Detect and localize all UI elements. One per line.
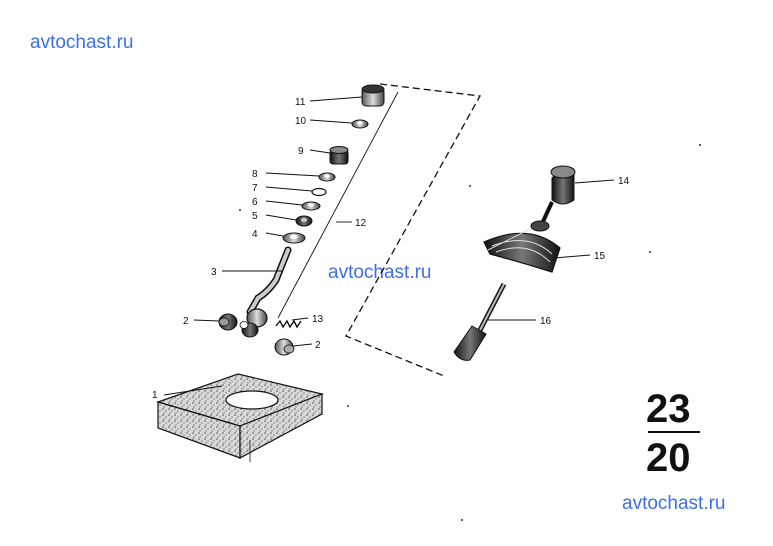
watermark-top-left: avtochast.ru (30, 32, 134, 53)
callout-2-right: 2 (315, 340, 321, 351)
part-6-washer (301, 201, 321, 211)
part-12-line (277, 91, 399, 319)
part-2-bushing-right (274, 338, 295, 356)
callout-4: 4 (252, 229, 258, 240)
scan-dots (239, 144, 701, 521)
group-code-bottom: 20 (646, 436, 691, 480)
part-7-ring (311, 187, 327, 197)
callout-8: 8 (252, 169, 258, 180)
part-2-bushing-left (218, 313, 238, 331)
callout-5: 5 (252, 211, 258, 222)
assembly-boundary-dashed (345, 83, 482, 377)
part-13-spring (275, 319, 302, 329)
callout-3: 3 (211, 267, 217, 278)
callout-9: 9 (298, 146, 304, 157)
callout-16: 16 (540, 316, 552, 327)
part-8-washer (318, 172, 336, 182)
leader-lines (163, 96, 615, 396)
callout-15: 15 (594, 251, 606, 262)
part-10-washer (351, 119, 369, 129)
part-4-washer (282, 232, 306, 244)
callout-13: 13 (312, 314, 324, 325)
watermark-center: avtochast.ru (328, 262, 432, 283)
part-15-boot (483, 220, 561, 273)
callout-11: 11 (295, 97, 306, 108)
callout-labels: 1 2 2 3 4 5 6 7 8 9 10 11 12 13 14 15 16 (152, 97, 630, 401)
callout-10: 10 (295, 116, 307, 127)
callout-2-left: 2 (183, 316, 189, 327)
part-5-ring (295, 215, 313, 227)
part-16-lower-lever (453, 282, 507, 361)
part-11-cap (361, 84, 385, 107)
callout-7: 7 (252, 183, 258, 194)
callout-14: 14 (618, 176, 630, 187)
watermark-bottom-right: avtochast.ru (622, 493, 726, 514)
part-3-shift-lever (239, 246, 292, 338)
group-code-top: 23 (646, 387, 691, 431)
part-14-shift-knob (538, 165, 576, 229)
part-9-nut (329, 146, 349, 165)
part-1-mounting-plate (156, 373, 325, 462)
callout-6: 6 (252, 197, 258, 208)
callout-12: 12 (355, 218, 367, 229)
callout-1: 1 (152, 390, 158, 401)
